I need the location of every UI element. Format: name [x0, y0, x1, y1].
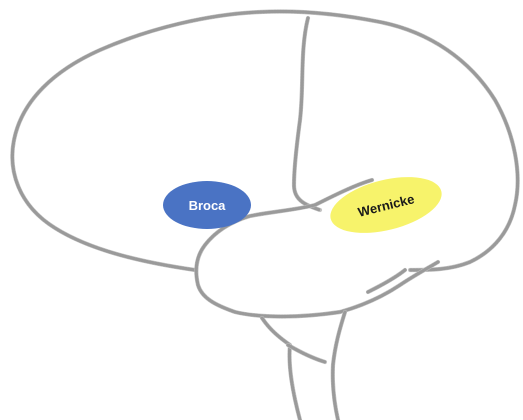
- wernicke-region: Wernicke: [325, 167, 448, 243]
- brain-outline: [12, 11, 517, 420]
- temporal-notch: [368, 270, 405, 292]
- central-sulcus: [294, 18, 320, 210]
- broca-region: Broca: [163, 181, 251, 229]
- broca-label: Broca: [189, 198, 227, 213]
- cerebrum-outline: [12, 11, 517, 270]
- brainstem-fold: [288, 345, 325, 362]
